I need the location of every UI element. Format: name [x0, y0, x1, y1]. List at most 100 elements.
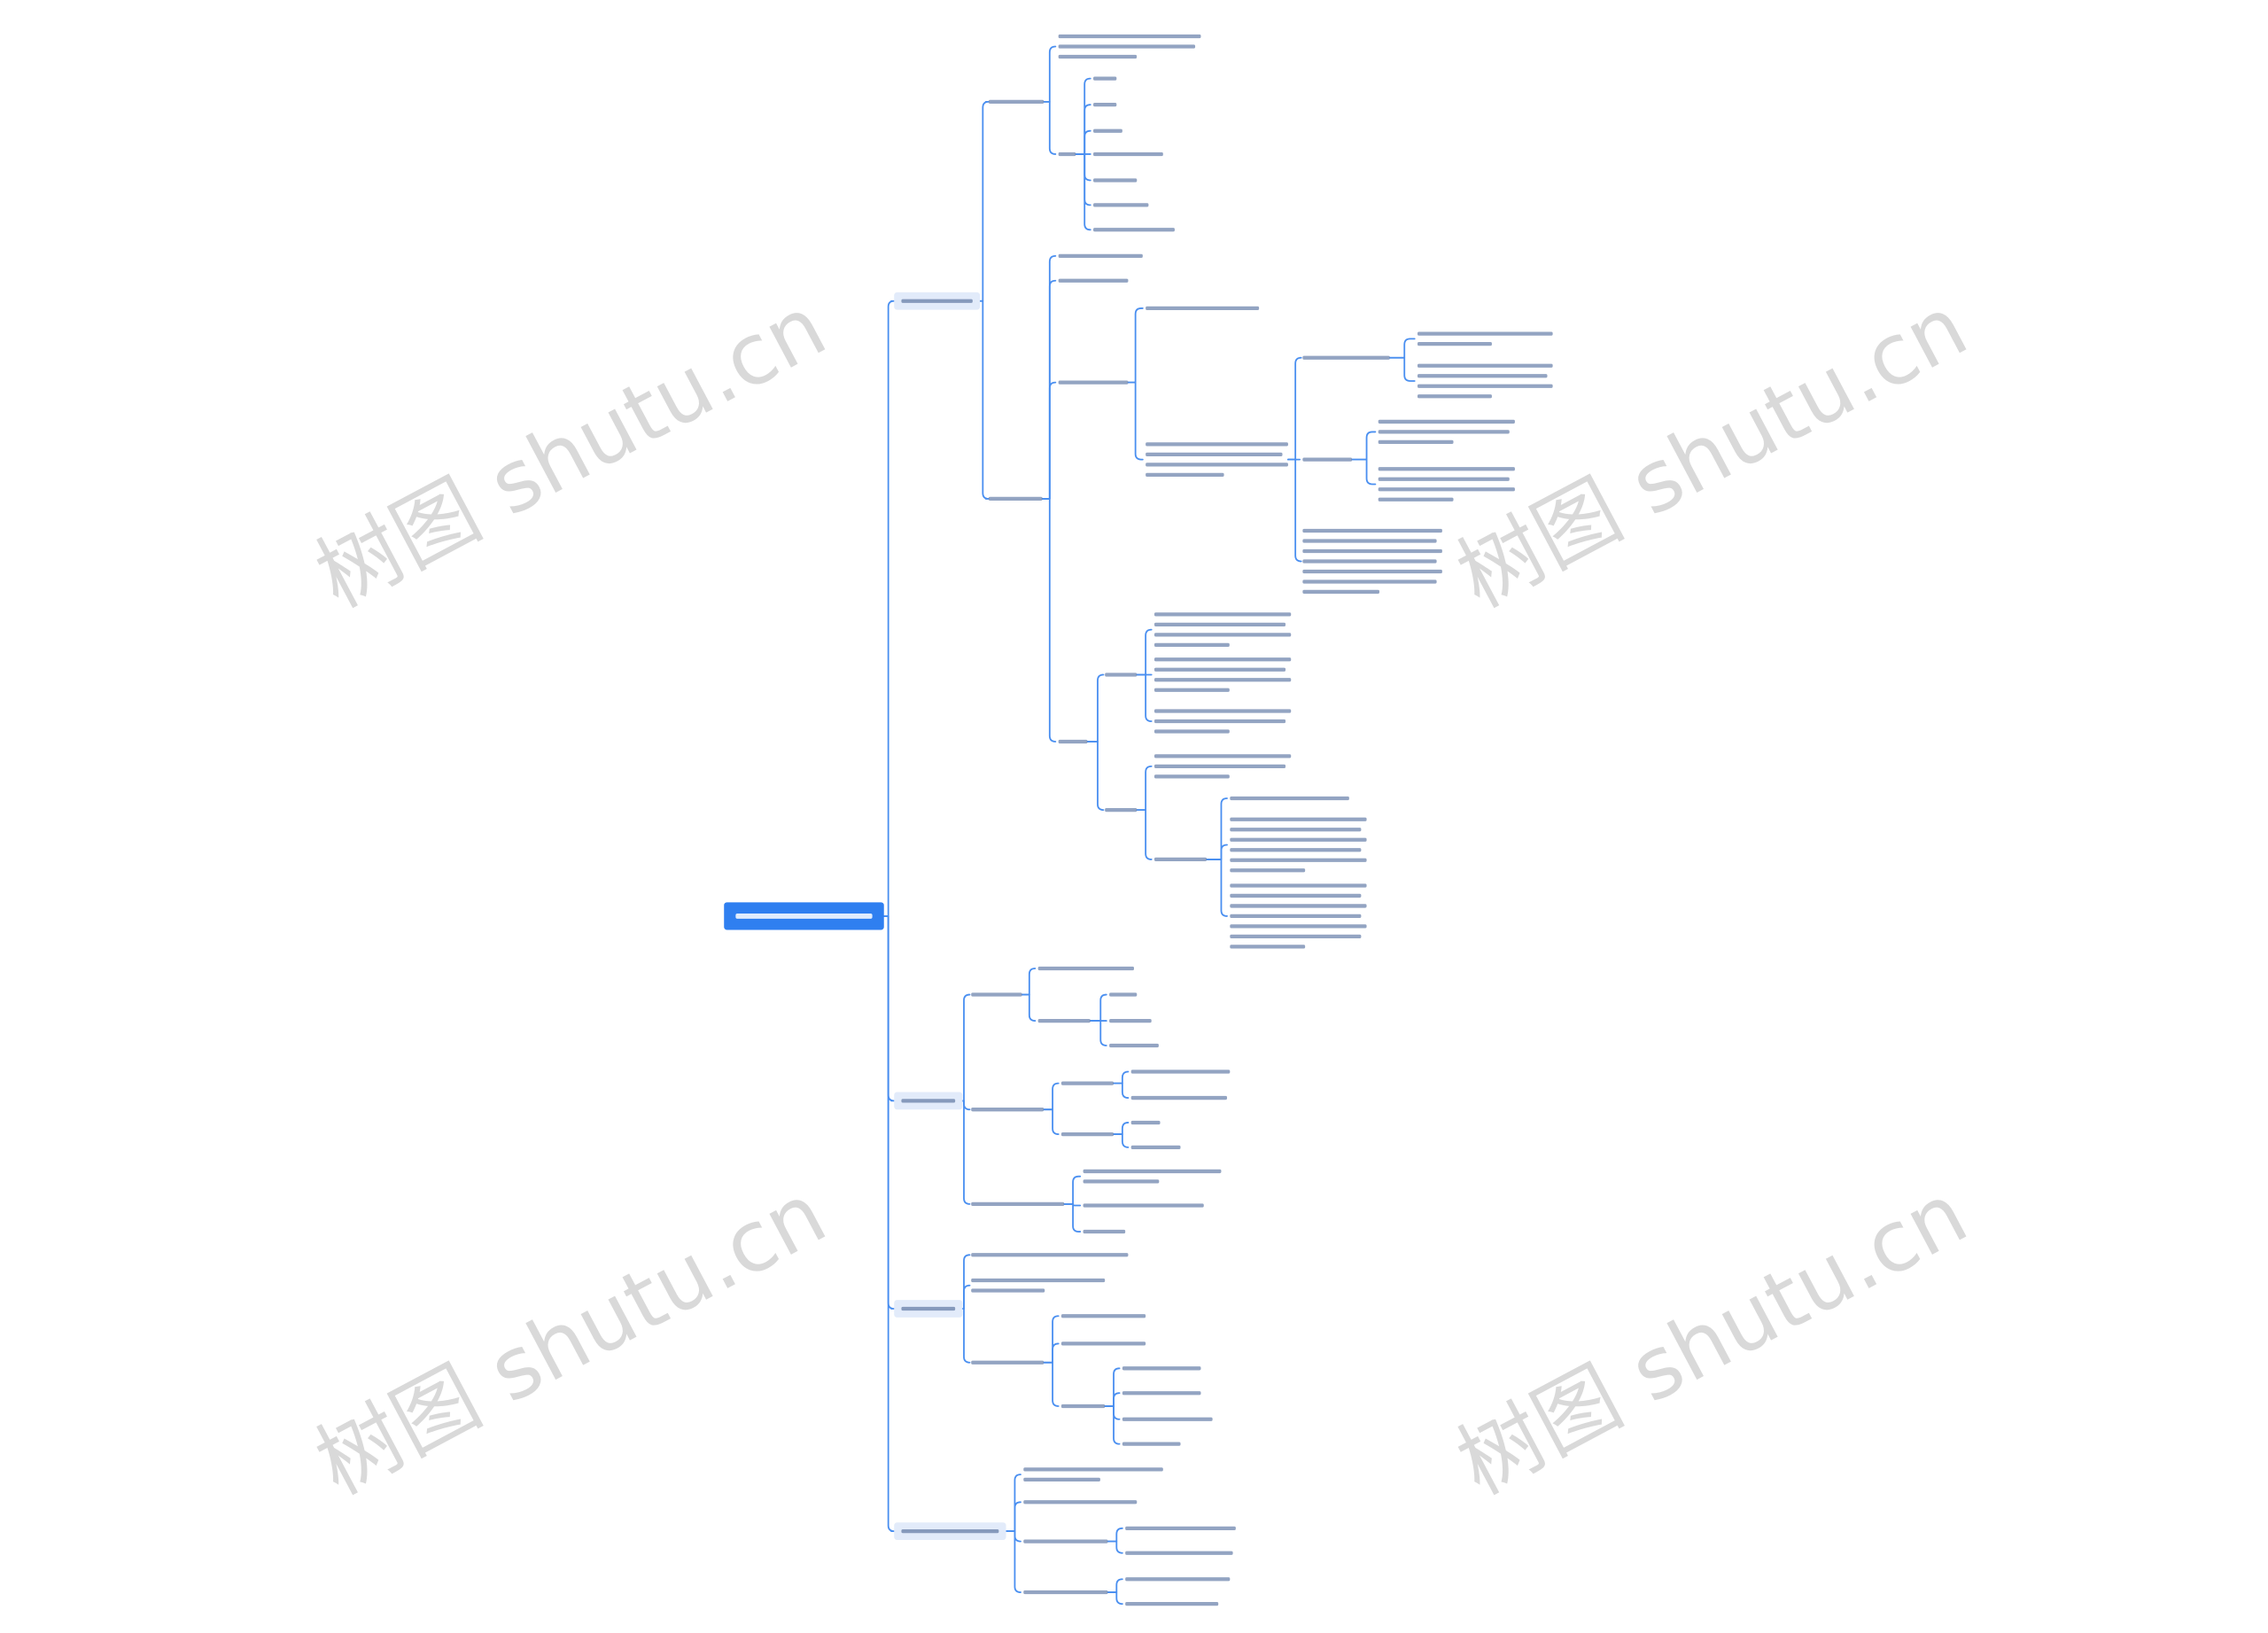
leaf-node	[1093, 128, 1122, 133]
text-line	[1122, 1391, 1201, 1396]
connector-line	[1104, 1392, 1121, 1407]
connector-line	[1206, 859, 1228, 917]
watermark: 树图 shutu.cn	[1442, 278, 1982, 627]
text-line	[1093, 178, 1138, 183]
connector-line	[1075, 104, 1091, 155]
text-line	[1378, 430, 1510, 434]
text-line	[1060, 1404, 1106, 1409]
text-line	[1146, 452, 1283, 456]
text-line	[1083, 1203, 1204, 1208]
text-line	[1130, 1095, 1228, 1100]
text-line	[1125, 1526, 1236, 1530]
connector-line	[1206, 797, 1228, 860]
leaf-node	[1037, 966, 1134, 971]
connector-line	[1107, 1578, 1123, 1593]
text-line	[1093, 103, 1117, 107]
leaf-node	[1378, 467, 1515, 502]
leaf-node	[1093, 103, 1117, 107]
topic-node	[988, 496, 1043, 502]
connector-line	[1043, 1082, 1060, 1111]
text-line	[1058, 34, 1201, 39]
text-line	[901, 1306, 956, 1311]
text-line	[1378, 477, 1510, 481]
connector-line	[1075, 77, 1091, 155]
text-line	[1058, 44, 1196, 49]
text-line	[1146, 463, 1288, 467]
text-line	[1093, 152, 1163, 157]
text-line	[1418, 384, 1553, 388]
text-line	[901, 1528, 999, 1534]
leaf-node	[1058, 278, 1129, 283]
connector-line	[1005, 1501, 1021, 1533]
leaf-node	[1093, 76, 1117, 81]
branch-node	[894, 292, 981, 310]
text-line	[1153, 633, 1292, 637]
text-line	[971, 1253, 1129, 1257]
connector-line	[961, 1284, 971, 1310]
connector-line	[1136, 673, 1153, 722]
topic-node	[1060, 1404, 1106, 1409]
text-line	[1109, 992, 1138, 997]
connector-line	[979, 100, 990, 302]
text-line	[1109, 1018, 1152, 1023]
connector-line	[1086, 741, 1105, 812]
text-line	[1105, 673, 1138, 677]
connector-line	[1287, 458, 1302, 563]
connector-line	[1388, 356, 1416, 382]
text-line	[1302, 548, 1442, 554]
topic-node	[1060, 1131, 1115, 1137]
branch-node	[894, 1300, 963, 1318]
text-line	[1122, 1366, 1201, 1371]
leaf-node	[1153, 754, 1292, 779]
leaf-node	[1146, 306, 1260, 311]
text-line	[1418, 394, 1492, 399]
text-line	[1418, 331, 1553, 336]
connector-line	[1104, 1405, 1121, 1445]
leaf-node	[1093, 203, 1149, 207]
connector-line	[1043, 1108, 1060, 1135]
text-line	[1023, 1467, 1163, 1472]
connector-line	[1041, 254, 1057, 500]
leaf-node	[1153, 709, 1292, 734]
leaf-node	[1230, 796, 1349, 801]
topic-node	[1058, 739, 1088, 744]
leaf-node	[1130, 1145, 1181, 1149]
connector-line	[1136, 628, 1153, 676]
connector-line	[1063, 1202, 1082, 1233]
text-line	[1125, 1551, 1233, 1555]
leaf-node	[1122, 1417, 1213, 1421]
node-layer	[724, 34, 1553, 1606]
text-line	[1130, 1069, 1231, 1074]
text-line	[1418, 363, 1553, 368]
text-line	[1153, 622, 1286, 627]
connector-line	[1005, 1474, 1021, 1533]
text-line	[1023, 1500, 1138, 1505]
connector-line	[1351, 431, 1377, 461]
text-line	[988, 99, 1045, 105]
leaf-node	[1083, 1169, 1222, 1184]
text-line	[1060, 1131, 1115, 1137]
connector-line	[1063, 1175, 1082, 1205]
topic-node	[1146, 442, 1288, 477]
text-line	[1093, 128, 1122, 133]
connector-line	[1113, 1133, 1130, 1148]
connector-line	[1041, 381, 1057, 500]
text-line	[1230, 848, 1362, 852]
leaf-node	[971, 1253, 1129, 1257]
leaf-node	[1125, 1602, 1219, 1606]
text-line	[1230, 893, 1362, 898]
text-line	[1153, 667, 1286, 672]
leaf-node	[1153, 657, 1292, 692]
connector-line	[1113, 1082, 1130, 1099]
text-line	[1302, 569, 1442, 574]
text-line	[1146, 306, 1260, 311]
connector-line	[979, 299, 990, 500]
connector-line	[961, 1100, 971, 1205]
connector-line	[1104, 1367, 1121, 1407]
text-line	[1230, 828, 1362, 832]
leaf-node	[1093, 228, 1175, 232]
connector-line	[1287, 356, 1302, 461]
text-line	[1153, 774, 1230, 779]
topic-node	[1105, 807, 1138, 813]
text-line	[1230, 837, 1367, 842]
